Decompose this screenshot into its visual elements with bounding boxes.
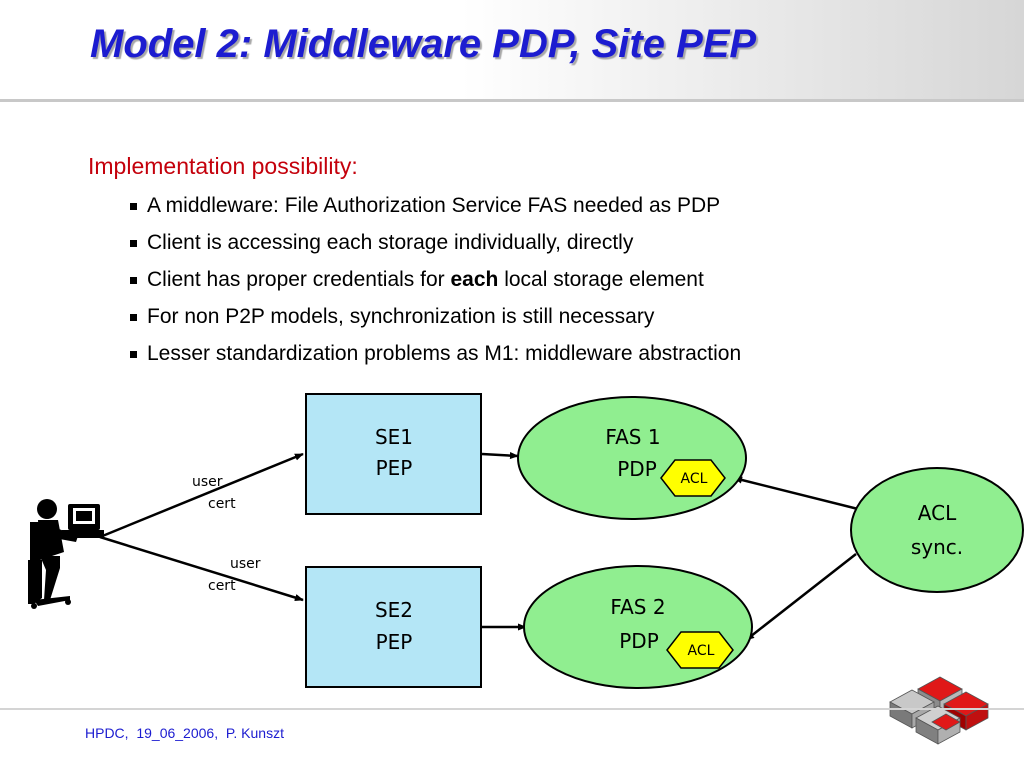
se2-role-label: PEP bbox=[376, 630, 413, 654]
arrow-user-to-se2 bbox=[99, 535, 304, 602]
bullet-item: For non P2P models, synchronization is s… bbox=[128, 305, 741, 342]
acl-tag-fas1 bbox=[660, 459, 726, 497]
se1-role-label: PEP bbox=[376, 456, 413, 480]
acl-tag-fas2 bbox=[666, 631, 734, 669]
acl-sync-sublabel: sync. bbox=[911, 535, 963, 559]
bullet-text-tail: local storage element bbox=[498, 268, 704, 291]
acl-sync-label: ACL bbox=[918, 501, 957, 525]
bullet-text: For non P2P models, synchronization is s… bbox=[147, 305, 655, 328]
fas1-role-label: PDP bbox=[617, 457, 657, 481]
arrow-se1-to-fas1 bbox=[481, 451, 519, 460]
bullet-list: A middleware: File Authorization Service… bbox=[128, 194, 741, 379]
bullet-text: Client is accessing each storage individ… bbox=[147, 231, 634, 254]
edge-label-top-cert: cert bbox=[208, 496, 236, 512]
intro-heading: Implementation possibility: bbox=[88, 153, 358, 179]
bullet-text: Client has proper credentials for bbox=[147, 268, 451, 291]
edge-label-bottom-user: user bbox=[230, 556, 261, 572]
acl-tag-fas1-label: ACL bbox=[681, 471, 708, 487]
bullet-square-icon bbox=[130, 240, 137, 247]
user-at-computer-icon bbox=[28, 499, 104, 609]
acl-tag-fas2-label: ACL bbox=[688, 643, 715, 659]
bullet-square-icon bbox=[130, 314, 137, 321]
bullet-item: Client is accessing each storage individ… bbox=[128, 231, 741, 268]
fas2-pdp-node: FAS 2 PDP ACL bbox=[523, 565, 753, 689]
edge-label-top-user: user bbox=[192, 474, 223, 490]
fas2-role-label: PDP bbox=[619, 629, 659, 653]
bullet-item: Lesser standardization problems as M1: m… bbox=[128, 342, 741, 379]
arrow-sync-to-fas1 bbox=[733, 476, 863, 512]
se2-pep-box: SE2 PEP bbox=[305, 566, 482, 688]
slide-title: Model 2: Middleware PDP, Site PEP bbox=[90, 22, 757, 66]
fas2-label: FAS 2 bbox=[610, 595, 665, 619]
footer-text: HPDC, 19_06_2006, P. Kunszt bbox=[85, 725, 284, 741]
arrow-user-to-se1 bbox=[99, 452, 304, 539]
footer-divider bbox=[0, 708, 1024, 710]
bullet-square-icon bbox=[130, 351, 137, 358]
bullet-item: Client has proper credentials for each l… bbox=[128, 268, 741, 305]
bullet-text: Lesser standardization problems as M1: m… bbox=[147, 342, 742, 365]
title-divider bbox=[0, 99, 1024, 102]
bullet-square-icon bbox=[130, 277, 137, 284]
edge-label-bottom-cert: cert bbox=[208, 578, 236, 594]
title-band bbox=[0, 0, 1024, 100]
fas1-pdp-node: FAS 1 PDP ACL bbox=[517, 396, 747, 520]
se1-label: SE1 bbox=[375, 425, 413, 449]
bullet-square-icon bbox=[130, 203, 137, 210]
acl-sync-node: ACL sync. bbox=[850, 467, 1024, 593]
bullet-text: A middleware: File Authorization Service… bbox=[147, 194, 721, 217]
fas1-label: FAS 1 bbox=[605, 425, 660, 449]
se1-pep-box: SE1 PEP bbox=[305, 393, 482, 515]
company-cube-logo-icon bbox=[889, 676, 989, 745]
arrow-sync-to-fas2 bbox=[745, 553, 857, 641]
bullet-item: A middleware: File Authorization Service… bbox=[128, 194, 741, 231]
se2-label: SE2 bbox=[375, 598, 413, 622]
bullet-emphasis: each bbox=[450, 268, 499, 291]
